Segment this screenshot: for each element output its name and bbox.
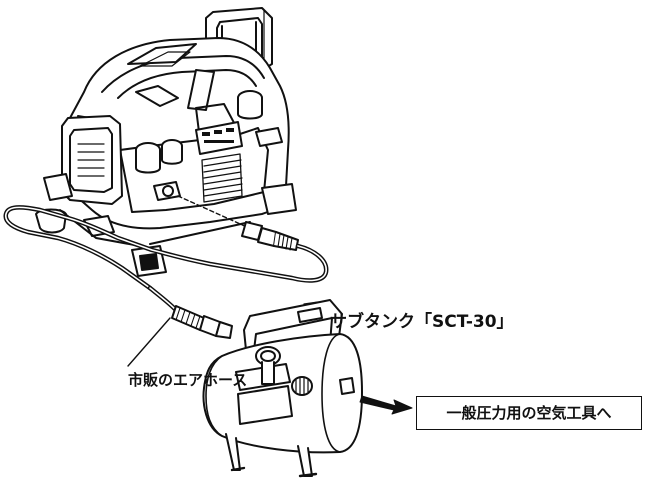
destination-label: 一般圧力用の空気工具へ [446, 403, 612, 422]
hose-leader-line [127, 317, 171, 367]
sub-tank-icon [202, 299, 363, 478]
destination-box: 一般圧力用の空気工具へ [416, 396, 642, 430]
arrow-right-icon [359, 395, 413, 415]
subtank-label: サブタンク「SCT-30」 [330, 312, 514, 332]
air-compressor-icon [35, 7, 297, 277]
air-hose-icon [3, 205, 329, 313]
hose-label: 市販のエアホース [128, 371, 248, 389]
coupler-plug-icon [241, 221, 299, 251]
hose-fitting-icon [171, 305, 233, 339]
